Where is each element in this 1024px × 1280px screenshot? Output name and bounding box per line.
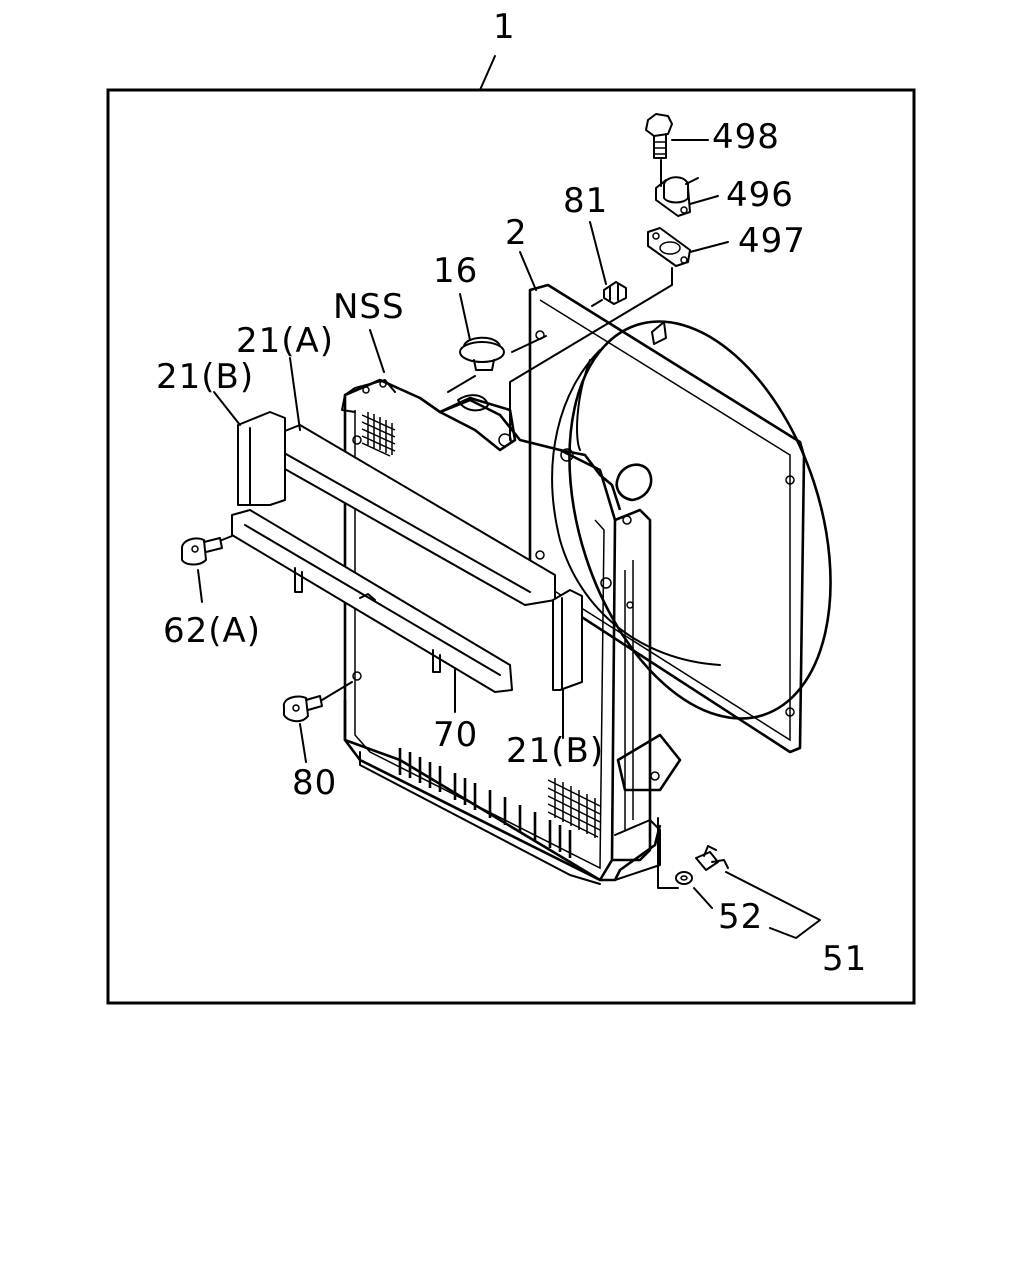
- callout-21a: 21(A): [236, 321, 334, 361]
- wing-nut-51: [695, 845, 729, 871]
- callout-2: 2: [505, 213, 528, 253]
- bolt-498: [645, 113, 673, 159]
- bracket-21b-right: [552, 589, 583, 691]
- core-fins-top: [361, 412, 396, 457]
- bolt-81: [603, 281, 627, 305]
- callout-62a: 62(A): [163, 611, 261, 651]
- callout-496: 496: [726, 175, 794, 215]
- callout-70: 70: [433, 715, 478, 755]
- callout-81: 81: [563, 181, 608, 221]
- callout-497: 497: [738, 221, 806, 261]
- callout-21b-right: 21(B): [506, 731, 604, 771]
- diagram-frame: [106, 88, 916, 1005]
- callout-498: 498: [712, 117, 780, 157]
- callout-nss: NSS: [333, 287, 405, 327]
- callout-21b-left: 21(B): [156, 357, 254, 397]
- callout-52: 52: [718, 897, 763, 937]
- washer-52: [675, 871, 693, 885]
- bolt-80: [282, 695, 323, 723]
- radiator-core: [341, 378, 682, 885]
- bracket-21b-left: [237, 411, 286, 506]
- lower-tank-ribs: [398, 748, 572, 858]
- leader-lines: [197, 55, 821, 939]
- callout-1: 1: [493, 7, 516, 47]
- callout-80: 80: [292, 763, 337, 803]
- mounting-rail-70: [231, 509, 513, 693]
- clamp-496: [655, 176, 699, 217]
- callout-16: 16: [433, 251, 478, 291]
- core-fins-bottom: [547, 778, 601, 838]
- callout-51: 51: [822, 939, 867, 979]
- bolt-62a: [181, 537, 223, 566]
- cap-16: [459, 336, 505, 371]
- gasket-497: [647, 227, 691, 267]
